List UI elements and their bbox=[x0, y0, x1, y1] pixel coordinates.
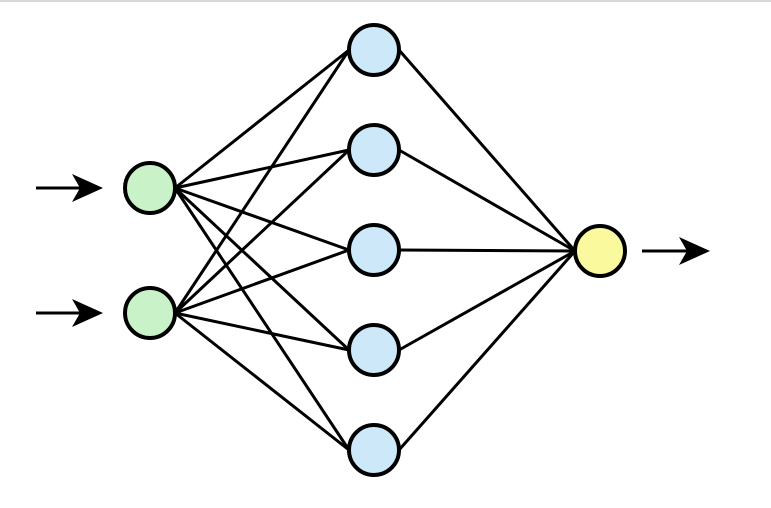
edge-input-1-hidden-2 bbox=[174, 148, 350, 190]
hidden-node-1 bbox=[347, 23, 401, 77]
edge-hidden-4-output-1 bbox=[398, 249, 576, 352]
output-arrow-head bbox=[679, 237, 710, 265]
edge-input-2-hidden-3 bbox=[174, 248, 350, 315]
edge-input-1-hidden-5 bbox=[173, 187, 351, 451]
input-node-2 bbox=[123, 286, 177, 340]
edge-input-1-hidden-1 bbox=[174, 48, 350, 190]
edge-input-2-hidden-5 bbox=[174, 311, 350, 452]
edge-input-1-hidden-3 bbox=[174, 186, 350, 252]
edge-hidden-3-output-1 bbox=[398, 248, 576, 253]
edge-input-2-hidden-4 bbox=[174, 311, 350, 352]
edge-input-2-hidden-1 bbox=[173, 49, 351, 314]
output-node-1 bbox=[573, 224, 627, 278]
hidden-node-5 bbox=[347, 423, 401, 477]
hidden-node-3 bbox=[347, 223, 401, 277]
edge-hidden-5-output-1 bbox=[397, 250, 577, 451]
edge-input-2-hidden-2 bbox=[173, 148, 351, 315]
hidden-node-2 bbox=[347, 123, 401, 177]
hidden-node-4 bbox=[347, 323, 401, 377]
edge-hidden-2-output-1 bbox=[398, 148, 576, 253]
input-node-1 bbox=[123, 161, 177, 215]
input-arrow-1-head bbox=[72, 174, 103, 202]
edge-input-1-hidden-4 bbox=[173, 186, 351, 352]
edge-hidden-1-output-1 bbox=[397, 49, 577, 252]
window-top-border bbox=[0, 0, 771, 2]
input-arrow-2-head bbox=[72, 299, 103, 327]
